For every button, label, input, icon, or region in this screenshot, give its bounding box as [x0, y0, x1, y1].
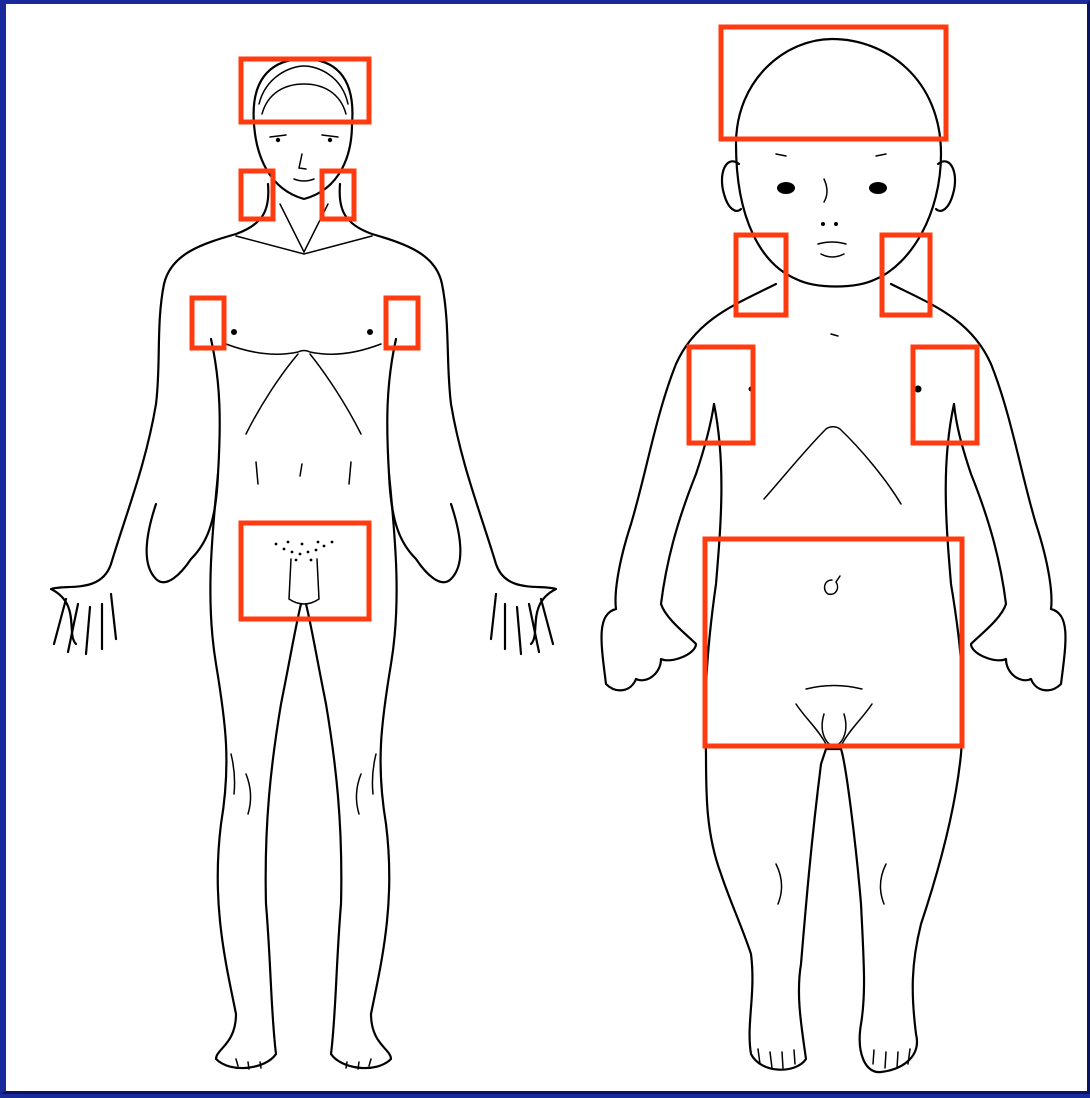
anatomy-diagram — [6, 4, 1090, 1098]
infant-axilla-left-highlight-box — [689, 347, 753, 443]
infant-figure — [602, 39, 1066, 1072]
adult-neck-right-highlight-box — [322, 171, 354, 219]
infant-axilla-right-highlight-box — [913, 347, 977, 443]
adult-axilla-left-highlight-box — [192, 298, 224, 348]
infant-neck-right-highlight-box — [882, 235, 930, 315]
infant-abdomen-groin-highlight-box — [705, 539, 962, 746]
adult-figure — [51, 59, 556, 1069]
highlight-boxes — [192, 27, 977, 746]
adult-axilla-right-highlight-box — [386, 298, 418, 348]
